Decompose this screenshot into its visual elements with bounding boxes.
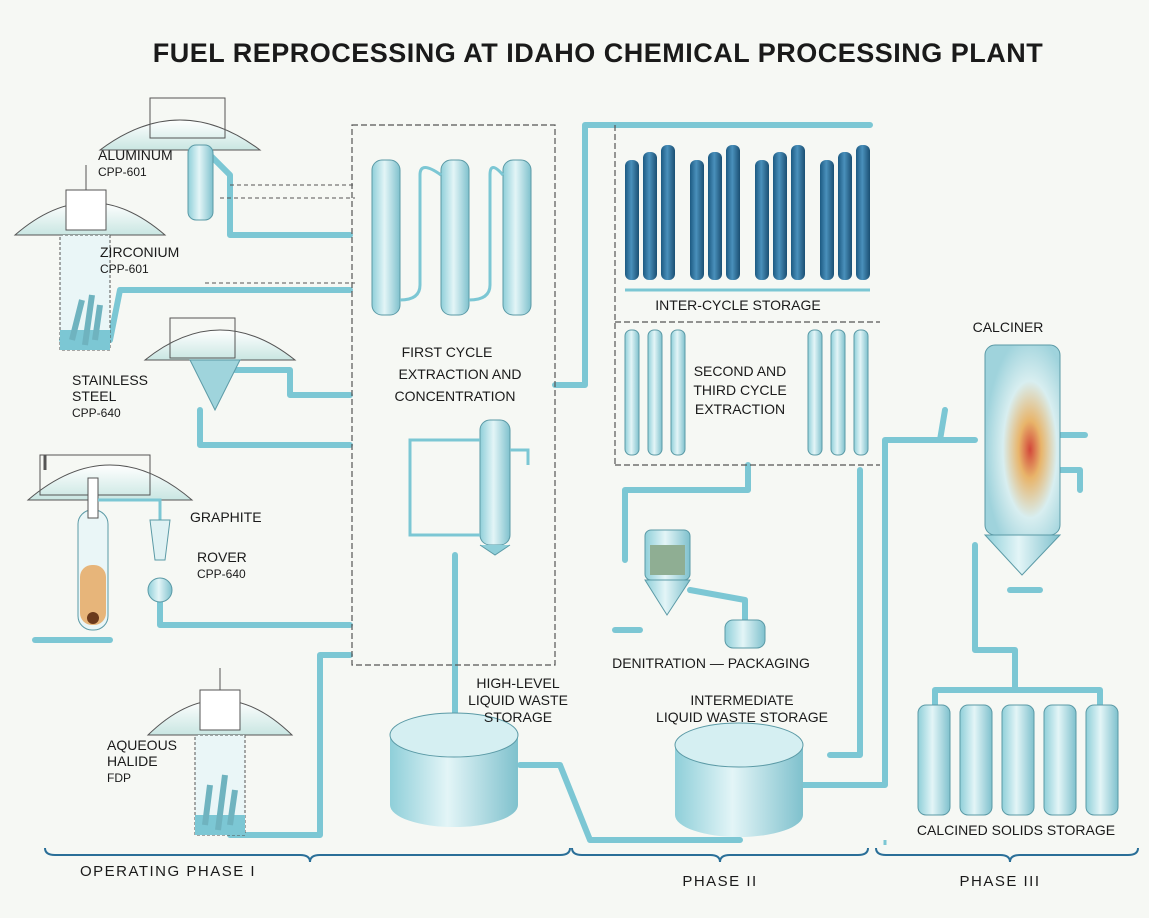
first-cycle-columns xyxy=(371,159,532,556)
inter-cycle-storage-tanks xyxy=(625,145,870,292)
second-third-label-2: THIRD CYCLE xyxy=(693,382,786,398)
rover-label: ROVER xyxy=(197,549,247,565)
high-level-waste-tank xyxy=(389,712,519,827)
aqueous-halide-dissolver xyxy=(146,668,294,836)
intermediate-waste-tank xyxy=(674,722,804,837)
phase-brackets xyxy=(44,847,1139,863)
phase-3-label: PHASE III xyxy=(959,873,1040,890)
zirconium-dissolver xyxy=(13,165,167,351)
inter-cycle-label: INTER-CYCLE STORAGE xyxy=(655,297,820,313)
high-level-label-2: LIQUID WASTE xyxy=(468,692,568,708)
graphite-label: GRAPHITE xyxy=(190,509,262,525)
first-cycle-label-3: CONCENTRATION xyxy=(394,388,515,404)
second-third-cycle-columns xyxy=(624,329,869,456)
denitrator-vessel xyxy=(644,529,766,649)
aqueous-label-1: AQUEOUS xyxy=(107,737,177,753)
zirconium-label: ZIRCONIUM xyxy=(100,244,179,260)
denitration-label: DENITRATION — PACKAGING xyxy=(612,655,810,671)
aluminum-code: CPP-601 xyxy=(98,165,147,179)
first-cycle-label-2: EXTRACTION AND xyxy=(399,366,522,382)
aluminum-label: ALUMINUM xyxy=(98,147,173,163)
stainless-label-1: STAINLESS xyxy=(72,372,148,388)
high-level-label-1: HIGH-LEVEL xyxy=(476,675,559,691)
phase-1-label: OPERATING PHASE I xyxy=(80,863,256,880)
stainless-code: CPP-640 xyxy=(72,406,121,420)
phase-2-label: PHASE II xyxy=(682,873,757,890)
first-cycle-label-1: FIRST CYCLE xyxy=(402,344,493,360)
aluminum-dissolver xyxy=(98,97,262,221)
aqueous-label-2: HALIDE xyxy=(107,753,158,769)
calcined-solids-label: CALCINED SOLIDS STORAGE xyxy=(917,822,1115,838)
second-third-label-3: EXTRACTION xyxy=(695,401,785,417)
zirconium-code: CPP-601 xyxy=(100,262,149,276)
calcined-solids-bins xyxy=(917,704,1119,816)
stainless-label-2: STEEL xyxy=(72,388,117,404)
diagram-title: FUEL REPROCESSING AT IDAHO CHEMICAL PROC… xyxy=(153,38,1044,68)
rover-code: CPP-640 xyxy=(197,567,246,581)
intermediate-label-2: LIQUID WASTE STORAGE xyxy=(656,709,828,725)
calciner-vessel xyxy=(983,344,1062,576)
second-third-label-1: SECOND AND xyxy=(694,363,787,379)
intermediate-label-1: INTERMEDIATE xyxy=(690,692,793,708)
graphite-dissolver xyxy=(26,454,194,631)
first-cycle-cell xyxy=(351,124,556,666)
pipe-network xyxy=(32,122,1103,845)
calciner-label: CALCINER xyxy=(973,319,1044,335)
high-level-label-3: STORAGE xyxy=(484,709,552,725)
aqueous-code: FDP xyxy=(107,771,131,785)
stainless-dissolver xyxy=(143,317,297,412)
